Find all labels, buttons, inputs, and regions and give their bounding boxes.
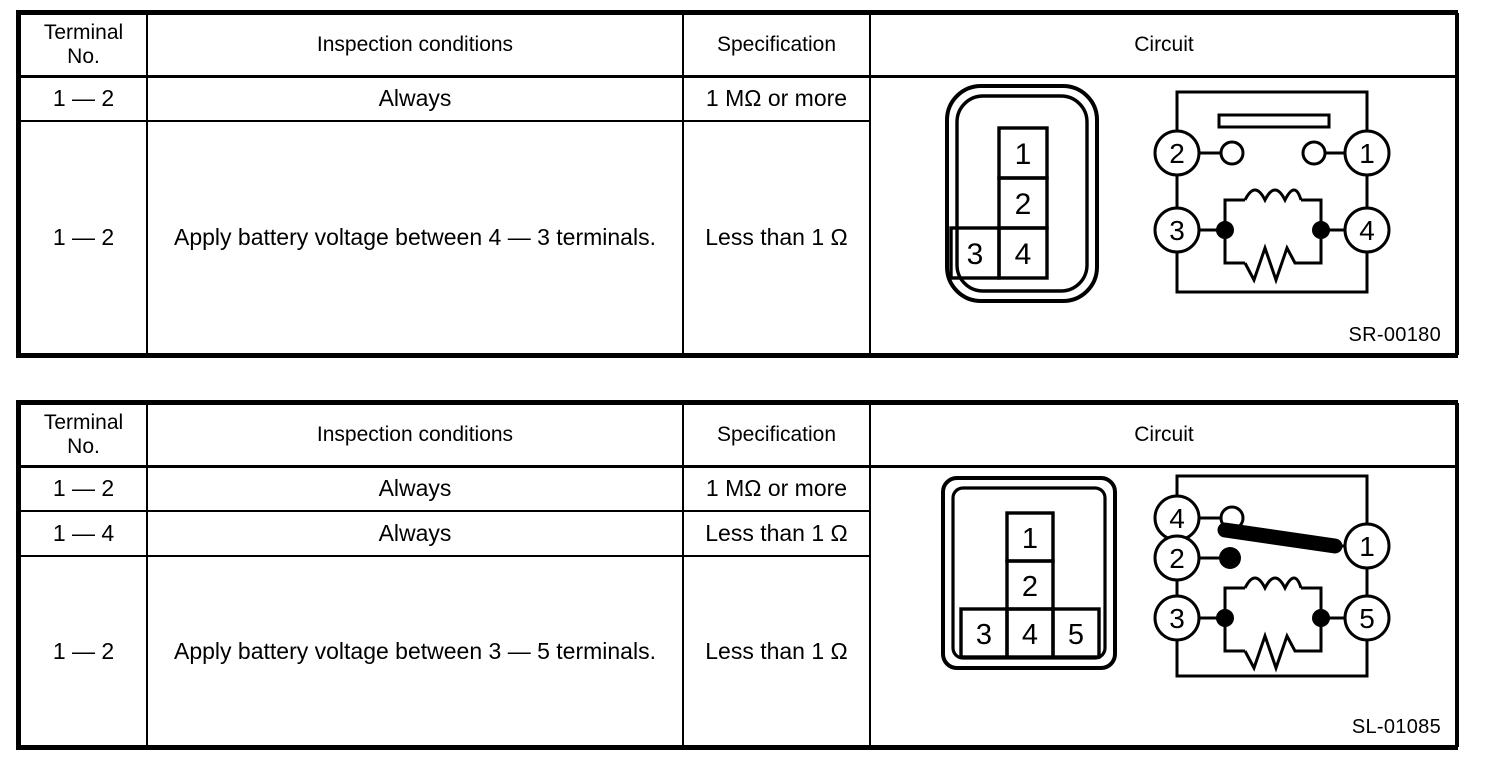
table-header-row: Terminal No. Inspection conditions Speci… bbox=[19, 403, 1459, 468]
table-row: 1 — 2 Always 1 MΩ or more bbox=[19, 465, 1459, 747]
cell-circuit-diagram: 1 2 3 4 5 bbox=[869, 465, 1459, 747]
cell-specification: Less than 1 Ω bbox=[682, 510, 871, 557]
cell-inspection-condition: Apply battery voltage between 4 — 3 term… bbox=[146, 120, 684, 355]
table-row: 1 — 2 Apply battery voltage between 4 — … bbox=[19, 120, 1458, 355]
circuit-diagram-1: 1 2 3 4 bbox=[871, 78, 1457, 354]
cell-inspection-condition: Always bbox=[146, 510, 684, 557]
cell-inspection-condition: Always bbox=[146, 75, 684, 122]
svg-text:3: 3 bbox=[1169, 215, 1185, 246]
cell-specification: Less than 1 Ω bbox=[682, 120, 871, 355]
terminal-node-4 bbox=[1343, 206, 1391, 253]
cell-terminal-no: 1 — 2 bbox=[19, 555, 148, 747]
cell-terminal-no: 1 — 4 bbox=[19, 510, 148, 557]
table-header-row: Terminal No. Inspection conditions Speci… bbox=[19, 13, 1459, 78]
header-terminal-no: Terminal No. bbox=[19, 403, 148, 468]
svg-text:4: 4 bbox=[1359, 215, 1375, 246]
terminal-node-2 bbox=[1153, 534, 1201, 581]
svg-text:1: 1 bbox=[1359, 138, 1375, 169]
header-circuit: Circuit bbox=[869, 403, 1459, 468]
cell-terminal-no: 1 — 2 bbox=[19, 120, 148, 355]
cell-specification: Less than 1 Ω bbox=[682, 555, 871, 747]
header-terminal-line1: Terminal bbox=[43, 21, 124, 45]
svg-text:3: 3 bbox=[1169, 603, 1185, 634]
header-circuit: Circuit bbox=[869, 13, 1459, 78]
inspection-table-relay-5-pin: Terminal No. Inspection conditions Speci… bbox=[16, 400, 1459, 750]
terminal-node-5 bbox=[1343, 594, 1391, 641]
cell-circuit-diagram: 1 2 3 4 bbox=[869, 75, 1459, 355]
circuit-diagram-2: 1 2 3 4 5 bbox=[871, 468, 1457, 746]
junction-dot bbox=[1312, 608, 1330, 627]
connector-pin-5: 5 bbox=[1068, 619, 1084, 651]
connector-pin-3: 3 bbox=[967, 238, 984, 271]
relay-4-pin-schematic: 1 2 3 4 bbox=[945, 83, 1391, 303]
connector-pin-3: 3 bbox=[976, 619, 992, 651]
terminal-node-3 bbox=[1153, 594, 1201, 641]
terminal-node-3 bbox=[1153, 206, 1201, 253]
cell-specification: 1 MΩ or more bbox=[682, 75, 871, 122]
header-terminal-line2: No. bbox=[67, 44, 100, 68]
svg-text:5: 5 bbox=[1359, 603, 1375, 634]
header-inspection-conditions: Inspection conditions bbox=[146, 403, 684, 468]
table-row: 1 — 2 Apply battery voltage between 3 — … bbox=[19, 555, 1458, 747]
junction-dot bbox=[1216, 220, 1234, 239]
diagram-id-label: SL-01085 bbox=[1351, 716, 1441, 738]
table-row: 1 — 2 Always 1 MΩ or more bbox=[19, 75, 1459, 355]
connector-pin-4: 4 bbox=[1015, 238, 1032, 271]
cell-inspection-condition: Always bbox=[146, 465, 684, 512]
inspection-table-relay-4-pin: Terminal No. Inspection conditions Speci… bbox=[16, 10, 1459, 358]
svg-text:1: 1 bbox=[1359, 531, 1375, 562]
header-specification: Specification bbox=[682, 13, 871, 78]
cell-specification: 1 MΩ or more bbox=[682, 465, 871, 512]
cell-terminal-no: 1 — 2 bbox=[19, 75, 148, 122]
terminal-node-1 bbox=[1343, 129, 1391, 176]
connector-pin-2: 2 bbox=[1015, 188, 1032, 221]
connector-pin-4: 4 bbox=[1022, 619, 1038, 651]
filled-contact bbox=[1219, 546, 1241, 569]
relay-5-pin-schematic: 1 2 3 4 5 bbox=[941, 474, 1391, 677]
header-terminal-line2: No. bbox=[67, 434, 100, 458]
header-terminal-no: Terminal No. bbox=[19, 13, 148, 78]
svg-text:2: 2 bbox=[1169, 543, 1185, 574]
table-row: 1 — 4 Always Less than 1 Ω bbox=[19, 510, 1458, 557]
terminal-node-1 bbox=[1343, 522, 1391, 569]
header-specification: Specification bbox=[682, 403, 871, 468]
connector-pin-1: 1 bbox=[1015, 138, 1032, 171]
connector-pin-2: 2 bbox=[1022, 571, 1038, 603]
header-inspection-conditions: Inspection conditions bbox=[146, 13, 684, 78]
connector-pin-1: 1 bbox=[1022, 523, 1038, 555]
table: Terminal No. Inspection conditions Speci… bbox=[19, 403, 1459, 747]
table: Terminal No. Inspection conditions Speci… bbox=[19, 13, 1459, 355]
cell-inspection-condition: Apply battery voltage between 3 — 5 term… bbox=[146, 555, 684, 747]
svg-text:2: 2 bbox=[1169, 138, 1185, 169]
header-terminal-line1: Terminal bbox=[43, 411, 124, 435]
svg-text:4: 4 bbox=[1169, 503, 1185, 534]
diagram-id-label: SR-00180 bbox=[1348, 324, 1441, 346]
junction-dot bbox=[1312, 220, 1330, 239]
cell-terminal-no: 1 — 2 bbox=[19, 465, 148, 512]
terminal-node-2 bbox=[1153, 129, 1201, 176]
junction-dot bbox=[1216, 608, 1234, 627]
